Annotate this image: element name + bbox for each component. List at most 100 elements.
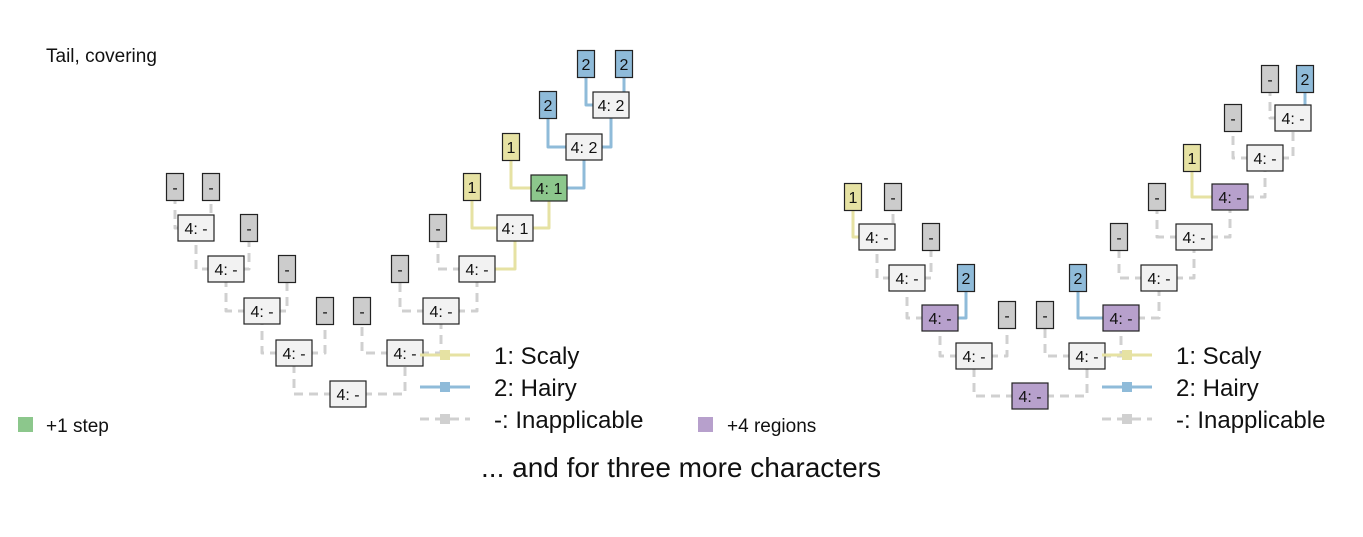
right-tip-t10: 1 xyxy=(1182,143,1202,173)
right-n7-label: 4: - xyxy=(1109,311,1132,328)
left-n7-box xyxy=(422,297,460,325)
right-t10-label: 1 xyxy=(1188,151,1197,168)
right-n5-box xyxy=(1011,382,1049,410)
legend-marker-inapplicable xyxy=(1122,414,1132,424)
left-t13-box xyxy=(614,49,634,79)
left-t12-box xyxy=(576,49,596,79)
left-tip-t9: 1 xyxy=(462,172,482,202)
right-tree: 1--2--2--1--24: -4: -4: -4: -4: -4: -4: … xyxy=(843,64,1315,410)
right-edge-n6-t6 xyxy=(1043,328,1087,358)
step-badge-label: +1 step xyxy=(46,416,109,437)
right-n11-box xyxy=(1246,144,1284,172)
right-t2-label: - xyxy=(890,190,895,207)
right-t11-box xyxy=(1223,103,1243,133)
left-t5-label: - xyxy=(322,304,327,321)
right-edge-n3-n2 xyxy=(905,291,940,320)
left-t8-label: - xyxy=(435,221,440,238)
left-tip-t8: - xyxy=(428,213,448,243)
left-n2-box xyxy=(207,255,245,283)
left-n1-box xyxy=(177,214,215,242)
right-t8-box xyxy=(1109,222,1129,252)
legend-right-inapplicable: -: Inapplicable xyxy=(1102,407,1325,434)
left-node-n9: 4: 1 xyxy=(496,214,534,242)
left-t4-label: - xyxy=(284,262,289,279)
right-tip-t4: 2 xyxy=(956,263,976,293)
legend-right-hairy: 2: Hairy xyxy=(1102,375,1259,402)
left-edge-n8-t8 xyxy=(436,241,477,271)
legend-label-hairy: 2: Hairy xyxy=(494,375,577,402)
right-n7-box xyxy=(1102,304,1140,332)
right-t5-label: - xyxy=(1004,308,1009,325)
left-n6-box xyxy=(386,339,424,367)
left-t6-label: - xyxy=(359,304,364,321)
left-edge-n3-n2 xyxy=(224,282,262,313)
right-edge-n9-t9 xyxy=(1155,210,1194,239)
left-t2-label: - xyxy=(208,180,213,197)
right-n10-box xyxy=(1211,183,1249,211)
right-n2-label: 4: - xyxy=(895,271,918,288)
right-t8-label: - xyxy=(1116,230,1121,247)
left-t11-label: 2 xyxy=(544,98,553,115)
right-n4-label: 4: - xyxy=(962,349,985,366)
left-t12-label: 2 xyxy=(582,57,591,74)
left-node-n5: 4: - xyxy=(329,380,367,408)
left-tip-t13: 2 xyxy=(614,49,634,79)
left-t4-box xyxy=(277,254,297,284)
right-tree-nodes: 1--2--2--1--24: -4: -4: -4: -4: -4: -4: … xyxy=(843,64,1315,410)
left-n5-label: 4: - xyxy=(336,387,359,404)
right-node-n3: 4: - xyxy=(921,304,959,332)
right-edge-n2-n1 xyxy=(875,250,907,280)
left-t11-box xyxy=(538,90,558,120)
left-tip-t1: - xyxy=(165,172,185,202)
left-t1-box xyxy=(165,172,185,202)
right-tip-t9: - xyxy=(1147,182,1167,212)
right-tip-t13: 2 xyxy=(1295,64,1315,94)
right-t3-label: - xyxy=(928,230,933,247)
left-t8-box xyxy=(428,213,448,243)
right-node-n10: 4: - xyxy=(1211,183,1249,211)
legend-right: 1: Scaly 2: Hairy -: Inapplicable xyxy=(1102,343,1325,434)
right-t5-box xyxy=(997,300,1017,330)
right-n3-label: 4: - xyxy=(928,311,951,328)
left-tip-t11: 2 xyxy=(538,90,558,120)
left-n12-box xyxy=(592,91,630,119)
left-edge-n7-n8 xyxy=(441,282,479,313)
legend-left-hairy: 2: Hairy xyxy=(420,375,577,402)
right-node-n4: 4: - xyxy=(955,342,993,370)
right-edge-n5-n4 xyxy=(972,369,1030,398)
left-n3-label: 4: - xyxy=(250,304,273,321)
left-n5-box xyxy=(329,380,367,408)
right-node-n5: 4: - xyxy=(1011,382,1049,410)
right-n4-box xyxy=(955,342,993,370)
right-tip-t1: 1 xyxy=(843,182,863,212)
right-tip-t6: - xyxy=(1035,300,1055,330)
left-n10-box xyxy=(530,174,568,202)
left-node-n8: 4: - xyxy=(458,255,496,283)
right-t13-box xyxy=(1295,64,1315,94)
regions-badge: +4 regions xyxy=(698,416,816,437)
right-t4-label: 2 xyxy=(962,271,971,288)
left-n8-label: 4: - xyxy=(465,262,488,279)
right-node-n6: 4: - xyxy=(1068,342,1106,370)
legend-label-inapplicable: -: Inapplicable xyxy=(1176,407,1325,434)
left-edge-n2-n1 xyxy=(194,241,226,271)
regions-swatch xyxy=(698,417,713,432)
right-n12-box xyxy=(1274,104,1312,132)
left-t9-label: 1 xyxy=(468,180,477,197)
right-t7-box xyxy=(1068,263,1088,293)
right-edge-n4-t5 xyxy=(974,328,1009,358)
left-t3-box xyxy=(239,213,259,243)
left-node-n11: 4: 2 xyxy=(565,133,603,161)
left-edge-n4-n3 xyxy=(260,324,294,355)
step-badge: +1 step xyxy=(18,416,109,437)
right-t2-box xyxy=(883,182,903,212)
left-t10-label: 1 xyxy=(507,140,516,157)
left-n4-label: 4: - xyxy=(282,346,305,363)
right-tip-t8: - xyxy=(1109,222,1129,252)
right-node-n8: 4: - xyxy=(1140,264,1178,292)
left-node-n2: 4: - xyxy=(207,255,245,283)
left-tip-t2: - xyxy=(201,172,221,202)
